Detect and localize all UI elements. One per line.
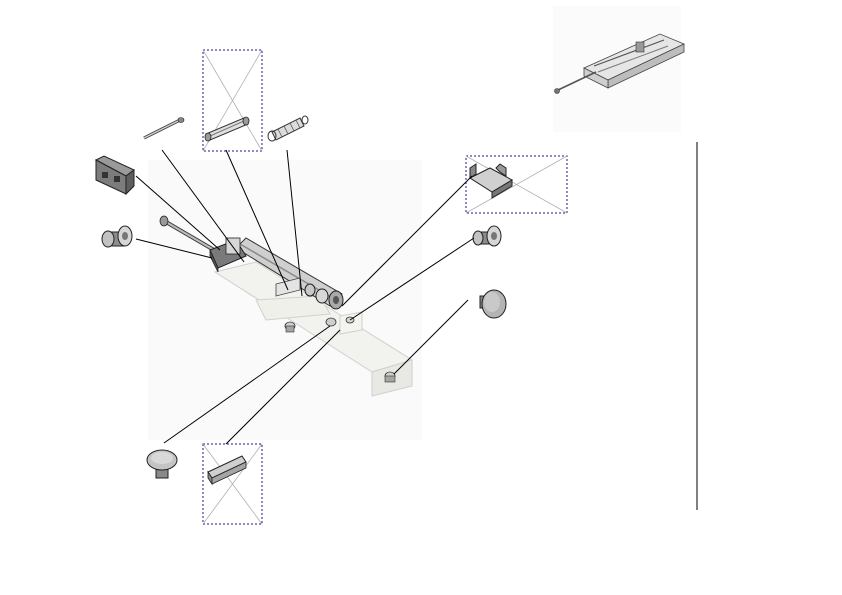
placeholder-roller (202, 49, 263, 152)
cylinder-tube (235, 237, 344, 310)
leader-bracket-left (135, 175, 221, 251)
cap-bottom (146, 449, 178, 479)
mounting-bracket-left (94, 155, 135, 196)
bracket-icon (468, 163, 514, 199)
placeholder-clip (202, 443, 263, 525)
placeholder-bracket (465, 155, 568, 214)
cap-right (479, 289, 507, 319)
clip-icon (207, 455, 247, 486)
leader-cap-right (393, 299, 469, 375)
roller-icon (204, 116, 250, 142)
leader-clip (225, 329, 341, 445)
frame-knob-right (384, 371, 396, 383)
leader-bracket-box (341, 175, 473, 307)
leader-roller (225, 149, 289, 291)
leader-knob-right (349, 237, 475, 321)
spring (267, 115, 309, 142)
leader-spring (286, 149, 303, 297)
leader-lines (135, 149, 475, 445)
knob-right (472, 225, 502, 247)
overview-assembly-thumbnail (553, 6, 685, 132)
frame-knob-center (325, 317, 337, 327)
knob-left (101, 225, 133, 248)
leader-knob-left (135, 238, 213, 259)
leader-push-rod (161, 149, 245, 263)
push-rod (143, 117, 185, 140)
push-rod-assembled (159, 215, 216, 252)
frame-knob-left (284, 321, 296, 333)
leader-cap-bottom (163, 325, 331, 444)
